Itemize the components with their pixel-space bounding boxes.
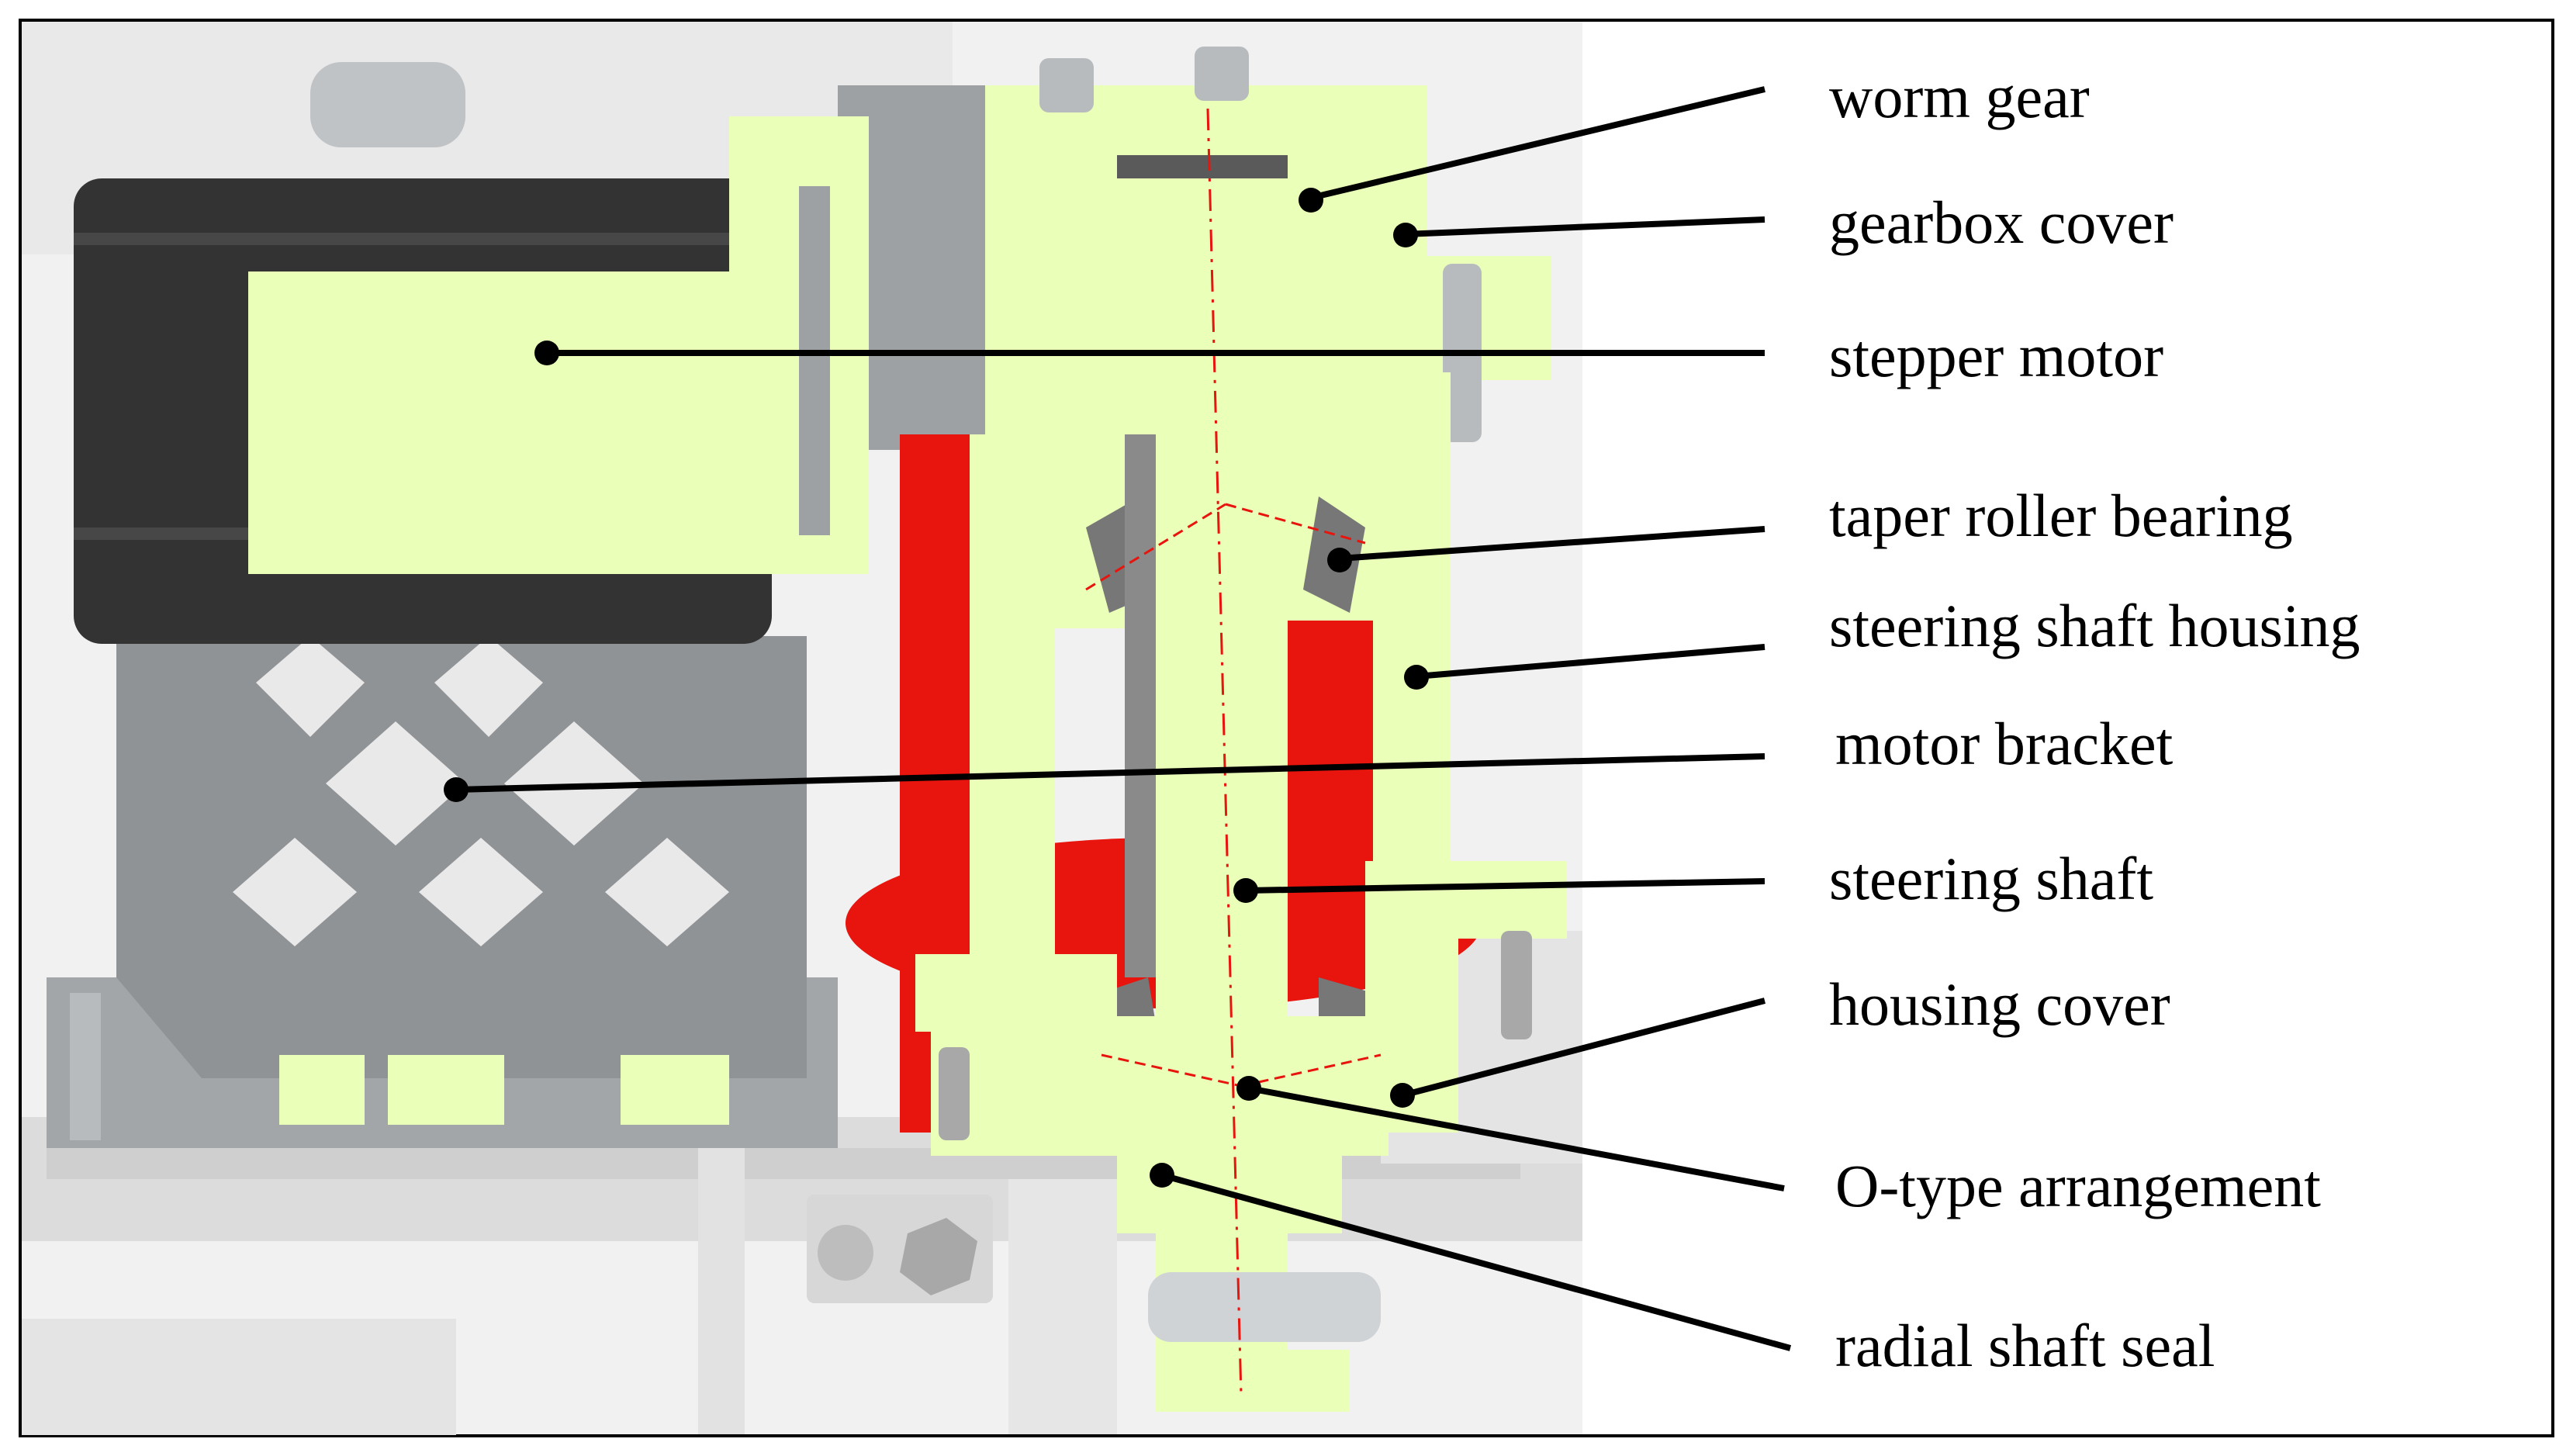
leader-worm-gear bbox=[1310, 86, 1765, 201]
label-steering-shaft: steering shaft bbox=[1829, 845, 2154, 912]
leader-dot-radial-shaft-seal bbox=[1150, 1163, 1174, 1188]
leader-housing-cover bbox=[1401, 998, 1766, 1098]
label-steering-shaft-housing: steering shaft housing bbox=[1829, 592, 2360, 659]
motor-bracket-shape bbox=[47, 636, 838, 1148]
leader-motor-bracket bbox=[455, 753, 1765, 793]
leader-dot-worm-gear bbox=[1299, 188, 1323, 213]
label-housing-cover: housing cover bbox=[1829, 970, 2170, 1038]
label-stepper-motor: stepper motor bbox=[1829, 322, 2164, 389]
leader-dot-stepper-motor bbox=[534, 341, 559, 365]
label-motor-bracket: motor bracket bbox=[1835, 710, 2174, 777]
leader-lines bbox=[444, 86, 1792, 1351]
label-radial-shaft-seal: radial shaft seal bbox=[1835, 1312, 2215, 1379]
leader-radial-shaft-seal bbox=[1160, 1172, 1792, 1351]
leader-o-type-arrangement bbox=[1248, 1085, 1785, 1191]
leader-dot-steering-shaft-housing bbox=[1404, 665, 1429, 690]
leader-taper-roller-bearing bbox=[1339, 526, 1765, 562]
leader-dot-steering-shaft bbox=[1233, 878, 1258, 903]
leader-steering-shaft bbox=[1245, 878, 1765, 894]
leader-dot-gearbox-cover bbox=[1393, 223, 1418, 247]
leader-dot-motor-bracket bbox=[444, 777, 469, 802]
label-worm-gear: worm gear bbox=[1829, 63, 2090, 130]
label-taper-roller-bearing: taper roller bearing bbox=[1829, 482, 2293, 549]
leader-steering-shaft-housing bbox=[1416, 644, 1765, 680]
label-o-type-arrangement: O-type arrangement bbox=[1835, 1152, 2321, 1219]
leader-dot-taper-roller-bearing bbox=[1327, 548, 1352, 572]
leader-dot-housing-cover bbox=[1390, 1083, 1415, 1108]
stepper-motor-shape bbox=[74, 62, 1086, 644]
label-gearbox-cover: gearbox cover bbox=[1829, 188, 2174, 256]
leader-dot-o-type-arrangement bbox=[1236, 1076, 1261, 1101]
leader-gearbox-cover bbox=[1403, 216, 1765, 237]
